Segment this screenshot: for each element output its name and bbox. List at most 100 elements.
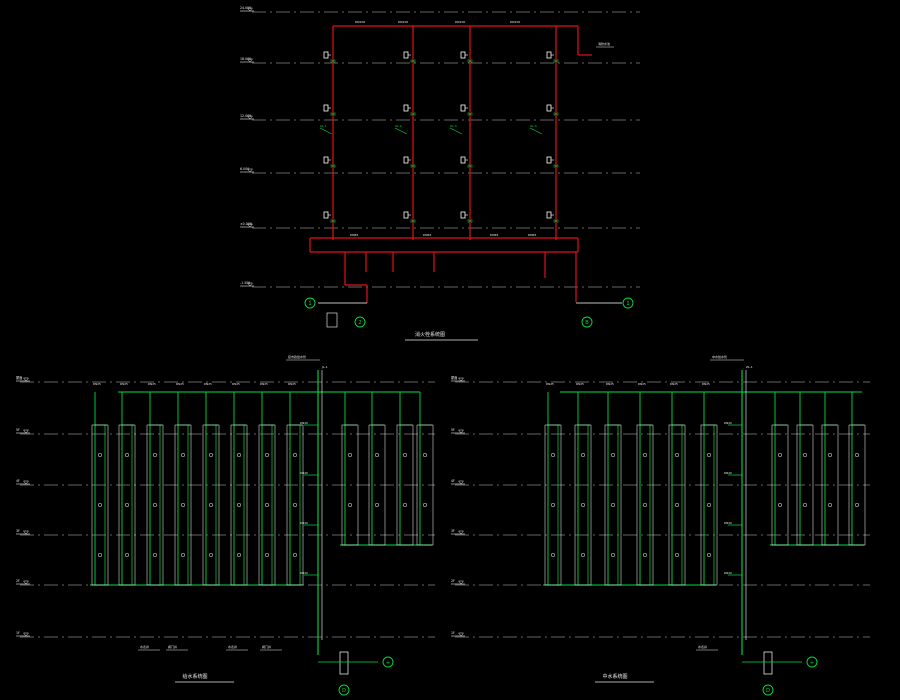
riser-caption: 接市政给水管 xyxy=(288,354,306,359)
riser-valve-icon xyxy=(410,219,416,223)
level-mark-label: 5F xyxy=(16,428,20,432)
water-meter-icon xyxy=(550,552,556,558)
water-meter-icon xyxy=(208,502,214,508)
level-mark-triangle xyxy=(22,580,30,585)
fixture-size-label: DN25 xyxy=(670,382,678,386)
riser-valve-icon xyxy=(553,59,559,63)
level-mark-triangle xyxy=(457,480,465,485)
level-mark-triangle xyxy=(457,530,465,535)
top-level-4-triangle xyxy=(246,223,254,228)
level-mark-label: 3F xyxy=(451,529,455,533)
riser-tag-leader xyxy=(394,127,408,135)
level-mark-label: 2F xyxy=(451,579,455,583)
pipe-size-label: DN100 xyxy=(510,20,520,24)
fixture-stack-outline xyxy=(146,424,164,586)
fixture-stack-outline xyxy=(368,424,386,546)
water-meter-icon xyxy=(97,502,103,508)
fixture-size-label: DN25 xyxy=(638,382,646,386)
bl-diagram-title: 给水系统图 xyxy=(182,673,207,680)
riser-tag: JL-1 xyxy=(321,365,328,369)
water-meter-icon xyxy=(236,552,242,558)
meter-marker xyxy=(806,656,818,668)
axis-marker-top-right-label: B xyxy=(585,320,589,326)
water-meter-icon xyxy=(674,502,680,508)
axis-marker-top-left xyxy=(304,297,316,309)
pump-adapter-icon xyxy=(326,312,338,328)
level-mark-triangle xyxy=(22,632,30,637)
floor-branch-label: DN20 xyxy=(300,571,308,575)
water-meter-icon xyxy=(97,452,103,458)
top-level-1-label: 18.000 xyxy=(240,57,251,61)
pipe-size-label: DN100 xyxy=(455,20,465,24)
water-meter-icon xyxy=(674,452,680,458)
level-mark-label: 屋面 xyxy=(16,375,22,380)
water-meter-icon xyxy=(152,552,158,558)
level-mark-label: 4F xyxy=(451,479,455,483)
axis-marker-top-left-label: 1 xyxy=(308,301,311,307)
water-meter-icon xyxy=(152,452,158,458)
water-meter-icon xyxy=(208,452,214,458)
water-meter-icon xyxy=(374,452,380,458)
level-mark-label: 2F xyxy=(16,579,20,583)
water-meter-icon xyxy=(827,452,833,458)
water-meter-icon xyxy=(854,452,860,458)
axis-marker-top-left-2 xyxy=(354,316,366,328)
water-meter-icon xyxy=(180,452,186,458)
fixture-stack-outline xyxy=(91,424,109,586)
level-mark-label: 1F xyxy=(16,631,20,635)
fixture-size-label: DN25 xyxy=(260,382,268,386)
water-meter-icon xyxy=(152,502,158,508)
water-meter-icon xyxy=(777,452,783,458)
riser-valve-icon xyxy=(467,164,473,168)
top-level-0-label: 24.000 xyxy=(240,6,251,10)
water-meter-icon xyxy=(422,502,428,508)
level-mark-triangle xyxy=(22,377,30,382)
fixture-stack-outline xyxy=(700,424,718,586)
level-mark-label: 5F xyxy=(451,428,455,432)
fixture-size-label: DN25 xyxy=(576,382,584,386)
water-meter-icon xyxy=(642,452,648,458)
pipe-size-label: DN65 xyxy=(490,233,498,237)
water-meter-icon xyxy=(610,452,616,458)
riser-tag: ZL-1 xyxy=(746,365,753,369)
fixture-size-label: DN25 xyxy=(120,382,128,386)
water-meter-icon xyxy=(580,452,586,458)
riser-valve-icon xyxy=(410,112,416,116)
fixture-stack-outline xyxy=(848,424,866,546)
top-level-2-label: 12.000 xyxy=(240,114,251,118)
top-level-lines: 24.000 18.000 12.000 6.000 ±0.000 -1.500 xyxy=(240,6,640,288)
water-meter-icon xyxy=(642,502,648,508)
water-meter-icon xyxy=(854,502,860,508)
water-meter-icon xyxy=(347,452,353,458)
pipe-size-label: DN65 xyxy=(350,233,358,237)
water-meter-icon xyxy=(802,502,808,508)
water-meter-icon xyxy=(97,552,103,558)
water-meter-icon xyxy=(706,552,712,558)
top-level-5-triangle xyxy=(246,282,254,287)
fixture-stack-outline xyxy=(286,424,304,586)
water-meter-icon xyxy=(802,452,808,458)
fixture-size-label: DN25 xyxy=(702,382,710,386)
top-level-5-label: -1.500 xyxy=(240,281,250,285)
bottom-note: 阀门井 xyxy=(262,644,271,649)
level-mark-triangle xyxy=(22,530,30,535)
top-level-3-triangle xyxy=(246,168,254,173)
fixture-stack-outline xyxy=(416,424,434,546)
pipe-size-label: DN100 xyxy=(355,20,365,24)
br-diagram-title: 中水系统图 xyxy=(602,673,627,680)
water-meter-icon xyxy=(610,502,616,508)
top-level-4-label: ±0.000 xyxy=(240,222,252,226)
riser-valve-icon xyxy=(553,219,559,223)
water-meter-icon xyxy=(642,552,648,558)
water-meter-icon xyxy=(264,502,270,508)
top-level-3-label: 6.000 xyxy=(240,167,249,171)
fixture-stack-outline xyxy=(604,424,622,586)
valve-pit-icon xyxy=(339,651,349,675)
